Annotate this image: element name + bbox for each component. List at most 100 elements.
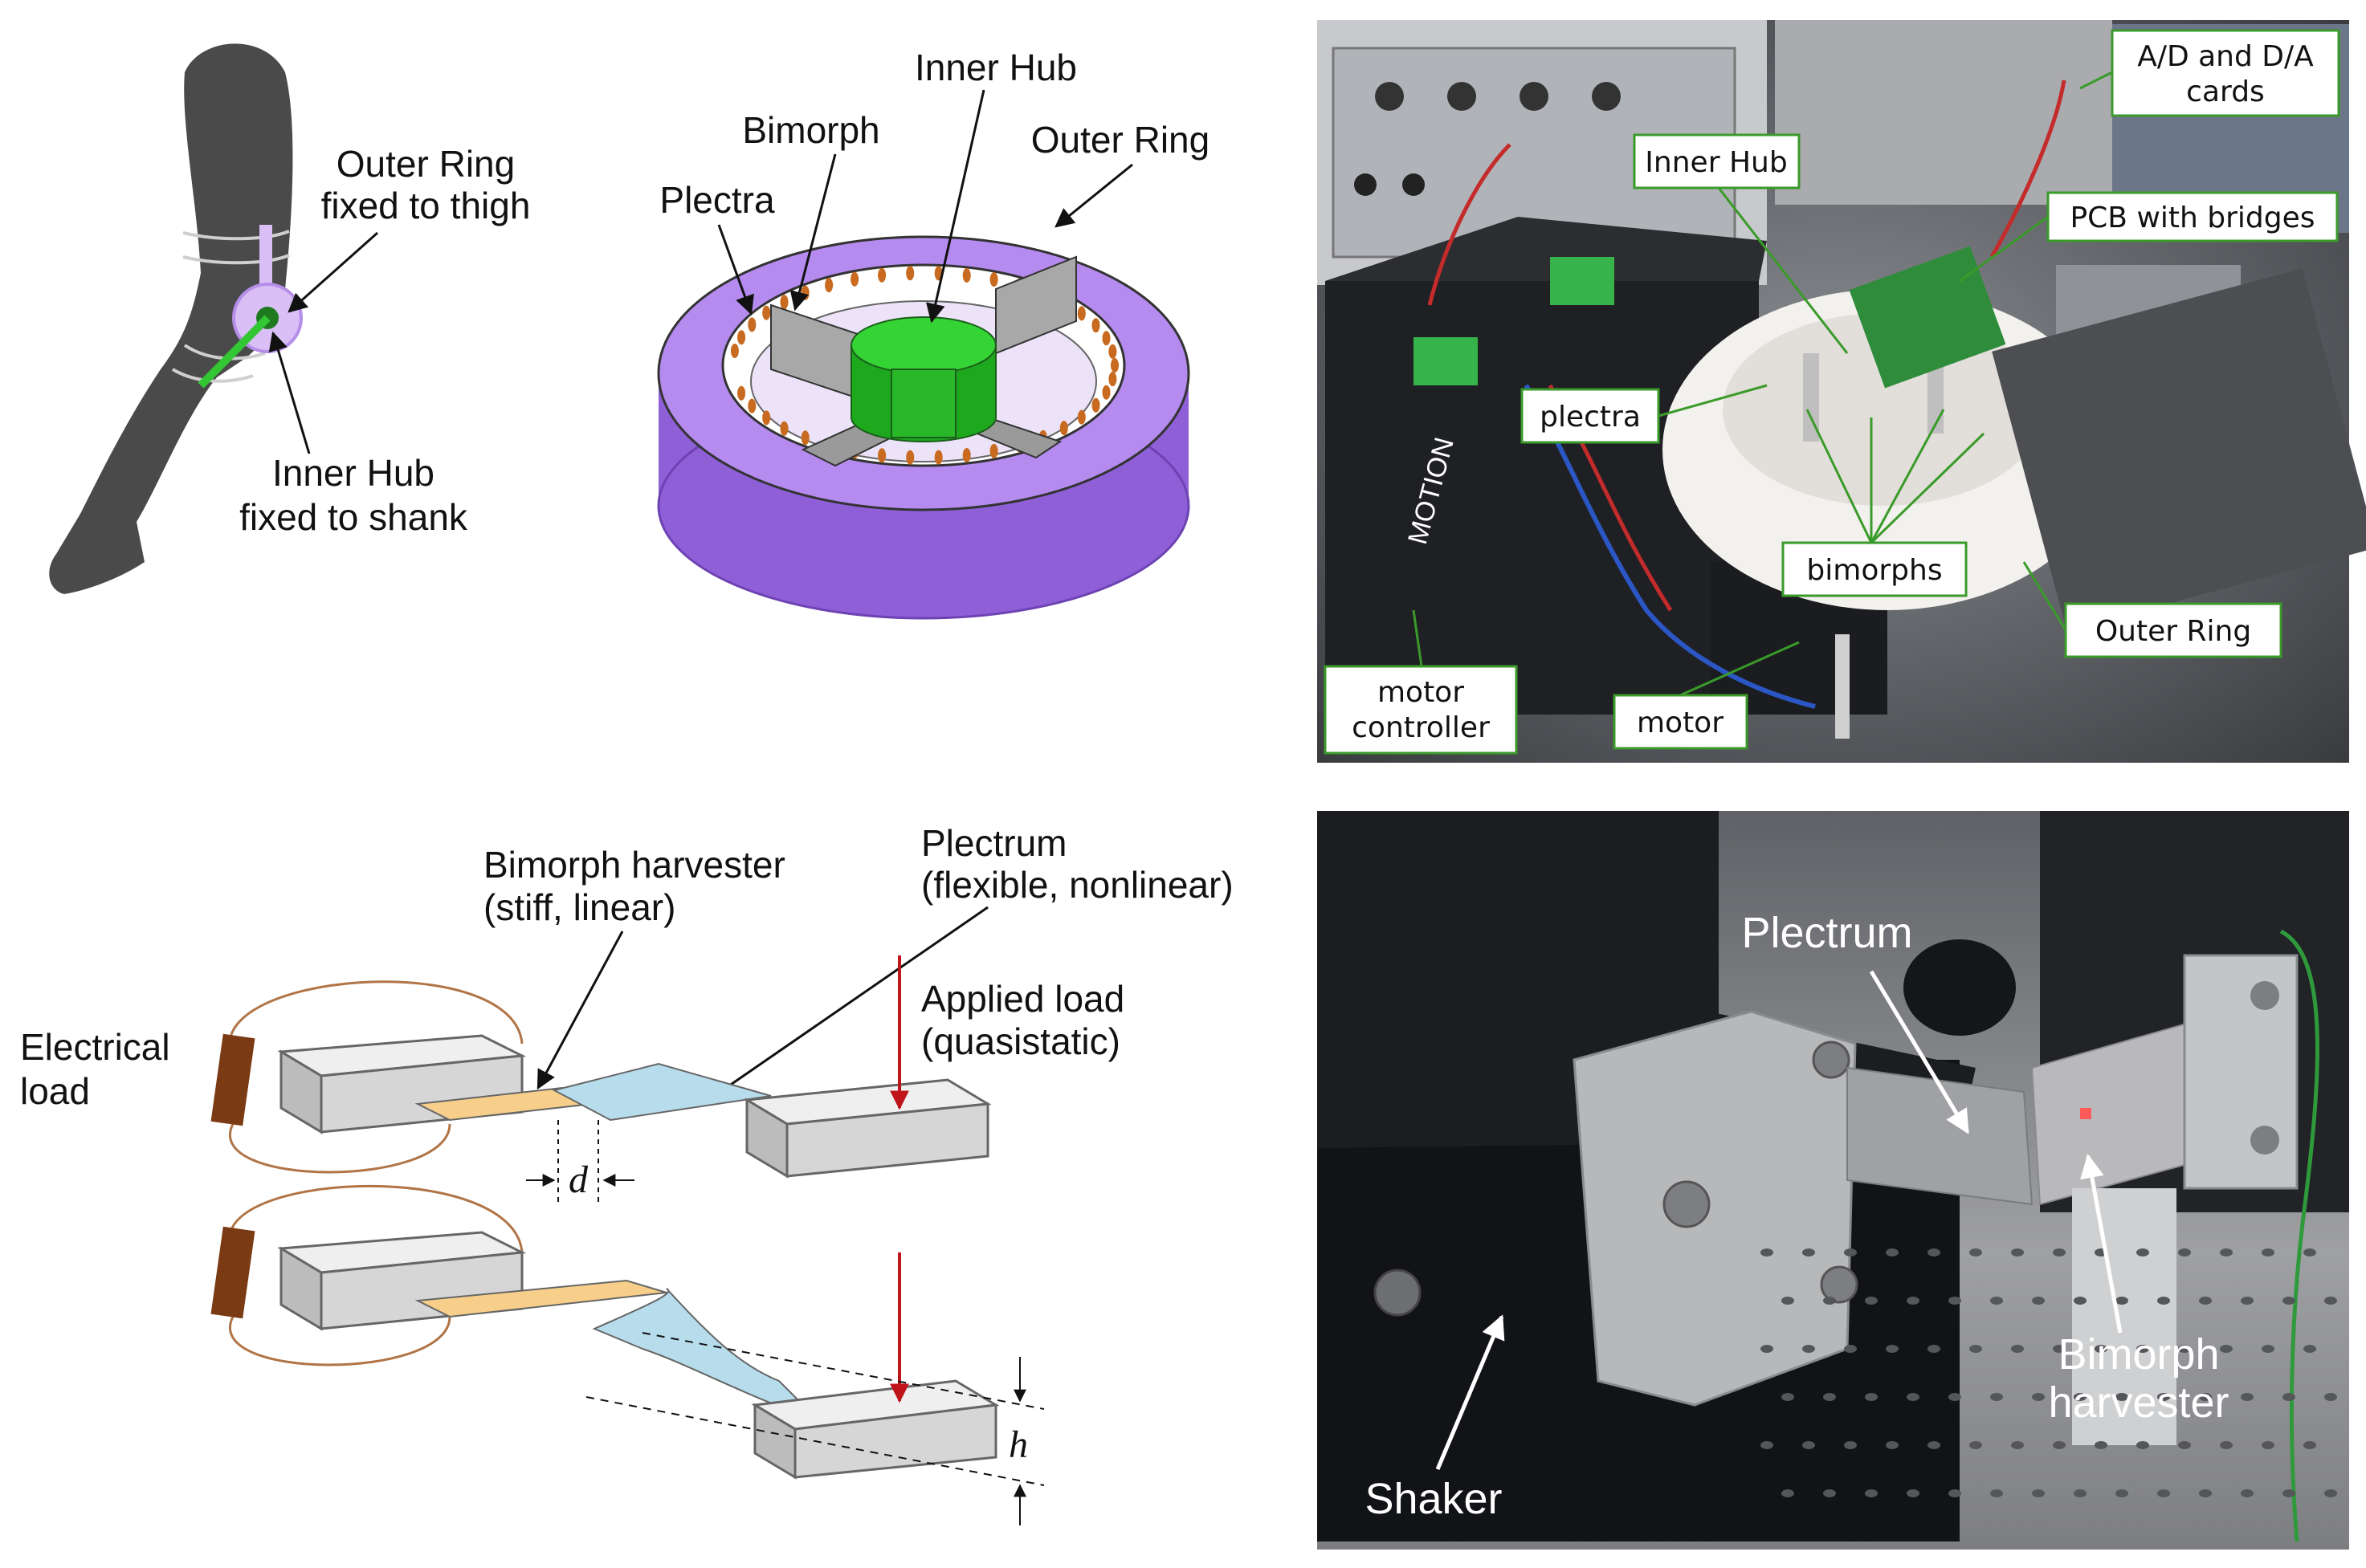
bimorph-blade-right bbox=[995, 255, 1077, 355]
table-hole bbox=[2115, 1297, 2128, 1305]
height-symbol-h: h bbox=[1009, 1423, 1028, 1466]
plectrum-tooth bbox=[989, 272, 998, 287]
table-hole bbox=[2241, 1489, 2254, 1497]
table-hole bbox=[1844, 1248, 1857, 1256]
table-hole bbox=[2032, 1297, 2045, 1305]
table-hole bbox=[2136, 1248, 2149, 1256]
leg-panel: Outer Ring fixed to thigh Inner Hub fixe… bbox=[49, 43, 530, 595]
table-hole bbox=[2220, 1345, 2233, 1353]
harvester-clamp bbox=[2183, 954, 2299, 1190]
setup-motor-controller-label-2: controller bbox=[1352, 711, 1490, 744]
setup-bimorphs-label: bimorphs bbox=[1806, 554, 1942, 587]
setup-plectra-label: plectra bbox=[1540, 401, 1641, 434]
table-hole bbox=[1802, 1248, 1815, 1256]
table-hole bbox=[1823, 1297, 1836, 1305]
table-hole bbox=[2324, 1297, 2337, 1305]
plectrum-tooth bbox=[780, 421, 789, 436]
table-hole bbox=[2220, 1441, 2233, 1449]
table-hole bbox=[1948, 1297, 1961, 1305]
table-hole bbox=[1886, 1248, 1899, 1256]
plectrum-tooth bbox=[1091, 318, 1100, 333]
setup-photo-panel: MOTION bbox=[1317, 20, 2366, 763]
table-hole bbox=[1865, 1489, 1878, 1497]
table-hole bbox=[2262, 1248, 2274, 1256]
table-hole bbox=[2282, 1297, 2295, 1305]
plectrum-tooth bbox=[748, 317, 757, 332]
setup-motor-label: motor bbox=[1637, 707, 1724, 739]
plectrum-tooth bbox=[1091, 397, 1100, 413]
table-hole bbox=[1990, 1393, 2003, 1401]
device-inner-hub-label: Inner Hub bbox=[915, 47, 1077, 88]
gap-symbol-d: d bbox=[569, 1159, 589, 1201]
plectrum-tooth bbox=[780, 295, 789, 310]
table-hole bbox=[2032, 1393, 2045, 1401]
plectrum-tooth bbox=[730, 344, 739, 358]
plectrum-tooth bbox=[737, 385, 746, 401]
table-hole bbox=[2053, 1441, 2066, 1449]
table-hole bbox=[1907, 1393, 1919, 1401]
table-hole bbox=[1969, 1345, 1982, 1353]
table-hole bbox=[2053, 1248, 2066, 1256]
device-panel: Inner Hub Bimorph Outer Ring Plectra bbox=[657, 47, 1210, 620]
plectrum-sheet bbox=[1846, 1066, 2034, 1206]
table-hole bbox=[2262, 1441, 2274, 1449]
table-hole bbox=[1844, 1345, 1857, 1353]
table-hole bbox=[1760, 1345, 1773, 1353]
schematic-deformed: h bbox=[210, 1184, 1045, 1525]
table-hole bbox=[1865, 1297, 1878, 1305]
plectrum-tooth bbox=[962, 268, 971, 283]
table-hole bbox=[2324, 1489, 2337, 1497]
table-hole bbox=[2241, 1297, 2254, 1305]
table-hole bbox=[2157, 1297, 2170, 1305]
table-hole bbox=[2178, 1441, 2191, 1449]
plectrum-tooth bbox=[737, 330, 746, 345]
schematic-electrical-load-label-2: load bbox=[20, 1070, 90, 1112]
device-plectra-label: Plectra bbox=[659, 179, 775, 221]
plectra-teeth bbox=[730, 266, 1119, 465]
shaker-plectrum-label: Plectrum bbox=[1741, 909, 1912, 957]
setup-motor-controller-label-1: motor bbox=[1377, 676, 1464, 709]
table-hole bbox=[2303, 1345, 2316, 1353]
table-hole bbox=[1886, 1345, 1899, 1353]
table-hole bbox=[1760, 1441, 1773, 1449]
shaker-photo-panel: Plectrum Bimorph harvester Shaker bbox=[1317, 811, 2349, 1550]
leg-inner-hub-label-2: fixed to shank bbox=[239, 496, 468, 538]
table-hole bbox=[1844, 1441, 1857, 1449]
plectrum-tooth bbox=[1111, 358, 1119, 373]
schematic-undeformed: d bbox=[210, 955, 992, 1204]
plectrum-tooth bbox=[989, 443, 998, 458]
table-hole bbox=[1760, 1248, 1773, 1256]
plectrum-tooth bbox=[1108, 372, 1117, 387]
schematic-electrical-load-label-1: Electrical bbox=[20, 1026, 170, 1068]
plectrum-tooth bbox=[1059, 421, 1068, 436]
pcb-board bbox=[1849, 246, 2006, 389]
bimorph-strip-lower bbox=[414, 1279, 667, 1318]
setup-inner-hub-label: Inner Hub bbox=[1645, 146, 1787, 179]
plectrum-tooth bbox=[906, 266, 915, 281]
table-holes bbox=[1760, 1248, 2337, 1497]
schematic-bimorph-label-1: Bimorph harvester bbox=[483, 844, 785, 886]
table-hole bbox=[2199, 1297, 2212, 1305]
schematic-panel: Plectrum (flexible, nonlinear) Bimorph h… bbox=[20, 822, 1234, 1525]
table-hole bbox=[2095, 1345, 2107, 1353]
table-hole bbox=[1781, 1393, 1794, 1401]
table-hole bbox=[1927, 1345, 1940, 1353]
schematic-applied-load-label-2: (quasistatic) bbox=[921, 1020, 1120, 1062]
callout-motor bbox=[1613, 694, 1748, 750]
table-hole bbox=[2157, 1489, 2170, 1497]
plectrum-tooth bbox=[1102, 385, 1111, 400]
table-hole bbox=[1990, 1297, 2003, 1305]
plectrum-tooth bbox=[1108, 344, 1117, 359]
table-hole bbox=[2303, 1441, 2316, 1449]
table-hole bbox=[2136, 1345, 2149, 1353]
device-outer-ring-label: Outer Ring bbox=[1031, 119, 1210, 161]
table-hole bbox=[2178, 1345, 2191, 1353]
table-hole bbox=[1781, 1489, 1794, 1497]
table-hole bbox=[2074, 1489, 2087, 1497]
setup-outer-ring-label: Outer Ring bbox=[2095, 615, 2251, 648]
table-hole bbox=[2282, 1489, 2295, 1497]
table-hole bbox=[1823, 1393, 1836, 1401]
plectrum-tooth bbox=[748, 398, 757, 413]
table-hole bbox=[2011, 1441, 2024, 1449]
